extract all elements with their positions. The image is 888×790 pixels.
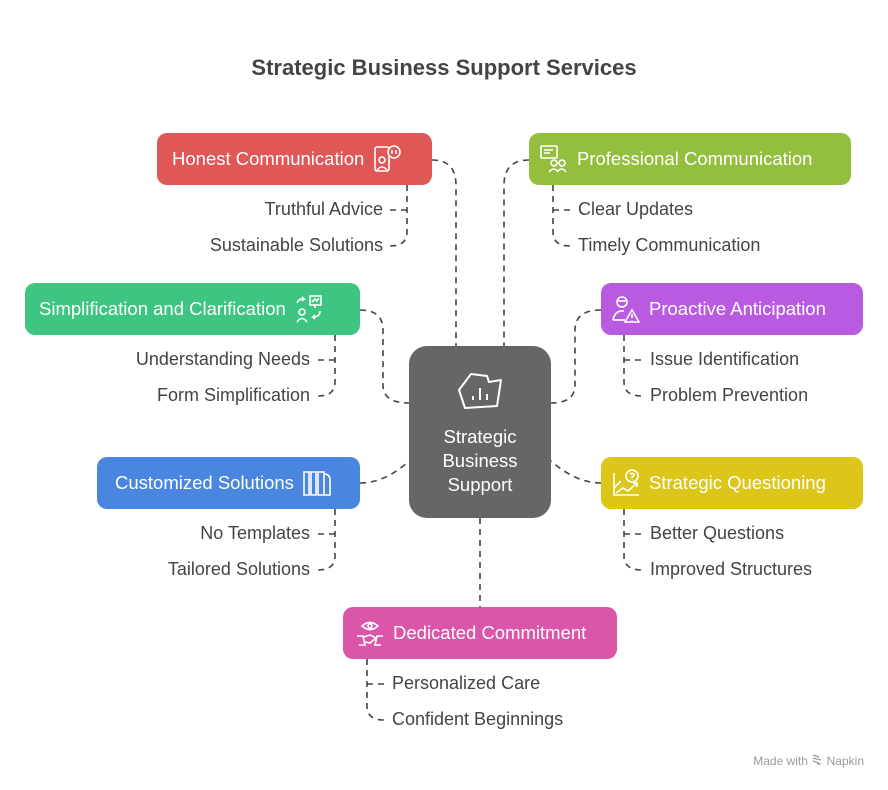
subitem: Problem Prevention <box>650 385 809 405</box>
footer-attribution: Made with Napkin <box>753 754 864 768</box>
center-node: Strategic Business Support <box>409 346 551 518</box>
connector-strategic <box>550 460 602 484</box>
connector-simplification <box>359 309 410 404</box>
connector-proactive <box>550 309 602 404</box>
footer-text: Made with <box>753 754 808 768</box>
subitem: Issue Identification <box>650 349 800 369</box>
branch-label: Simplification and Clarification <box>39 298 286 319</box>
phone-chat-person-icon <box>372 144 402 174</box>
eye-handshake-icon <box>355 618 385 648</box>
branch-dedicated-commitment[interactable]: Dedicated Commitment <box>343 607 617 659</box>
subitem: Better Questions <box>650 523 785 543</box>
person-warning-icon <box>611 294 641 324</box>
subitem: Personalized Care <box>392 673 541 693</box>
branch-strategic-questioning[interactable]: Strategic Questioning <box>601 457 863 509</box>
subitem: No Templates <box>200 523 310 543</box>
subitem: Sustainable Solutions <box>209 235 383 255</box>
diagram-title: Strategic Business Support Services <box>251 55 637 80</box>
subitem: Understanding Needs <box>135 349 310 369</box>
connector-honest <box>431 159 457 346</box>
branch-label: Strategic Questioning <box>649 472 826 493</box>
subitem: Timely Communication <box>578 235 761 255</box>
branch-customized-solutions[interactable]: Customized Solutions <box>97 457 360 509</box>
branch-label: Dedicated Commitment <box>393 622 587 643</box>
center-label: Strategic Business Support <box>442 426 518 495</box>
subitem: Confident Beginnings <box>392 709 564 729</box>
chart-question-icon <box>611 468 641 498</box>
connector-professional <box>503 159 530 346</box>
branch-label: Professional Communication <box>577 148 813 169</box>
columns-icon <box>302 468 332 498</box>
subitem: Form Simplification <box>156 385 310 405</box>
subitem: Improved Structures <box>650 559 813 579</box>
footer-brand: Napkin <box>826 754 864 768</box>
presentation-people-icon <box>539 144 569 174</box>
branch-label: Honest Communication <box>172 148 365 169</box>
branch-simplification-clarification[interactable]: Simplification and Clarification <box>25 283 360 335</box>
connector-customized <box>359 460 410 484</box>
branch-label: Proactive Anticipation <box>649 298 826 319</box>
person-board-arrows-icon <box>294 294 324 324</box>
branch-professional-communication[interactable]: Professional Communication <box>529 133 851 185</box>
chart-badge-icon <box>455 373 505 416</box>
subitem: Clear Updates <box>578 199 694 219</box>
subitem: Tailored Solutions <box>167 559 310 579</box>
subitem: Truthful Advice <box>264 199 383 219</box>
napkin-logo-icon <box>811 754 826 768</box>
branch-honest-communication[interactable]: Honest Communication <box>157 133 432 185</box>
branch-proactive-anticipation[interactable]: Proactive Anticipation <box>601 283 863 335</box>
branch-label: Customized Solutions <box>115 472 294 493</box>
